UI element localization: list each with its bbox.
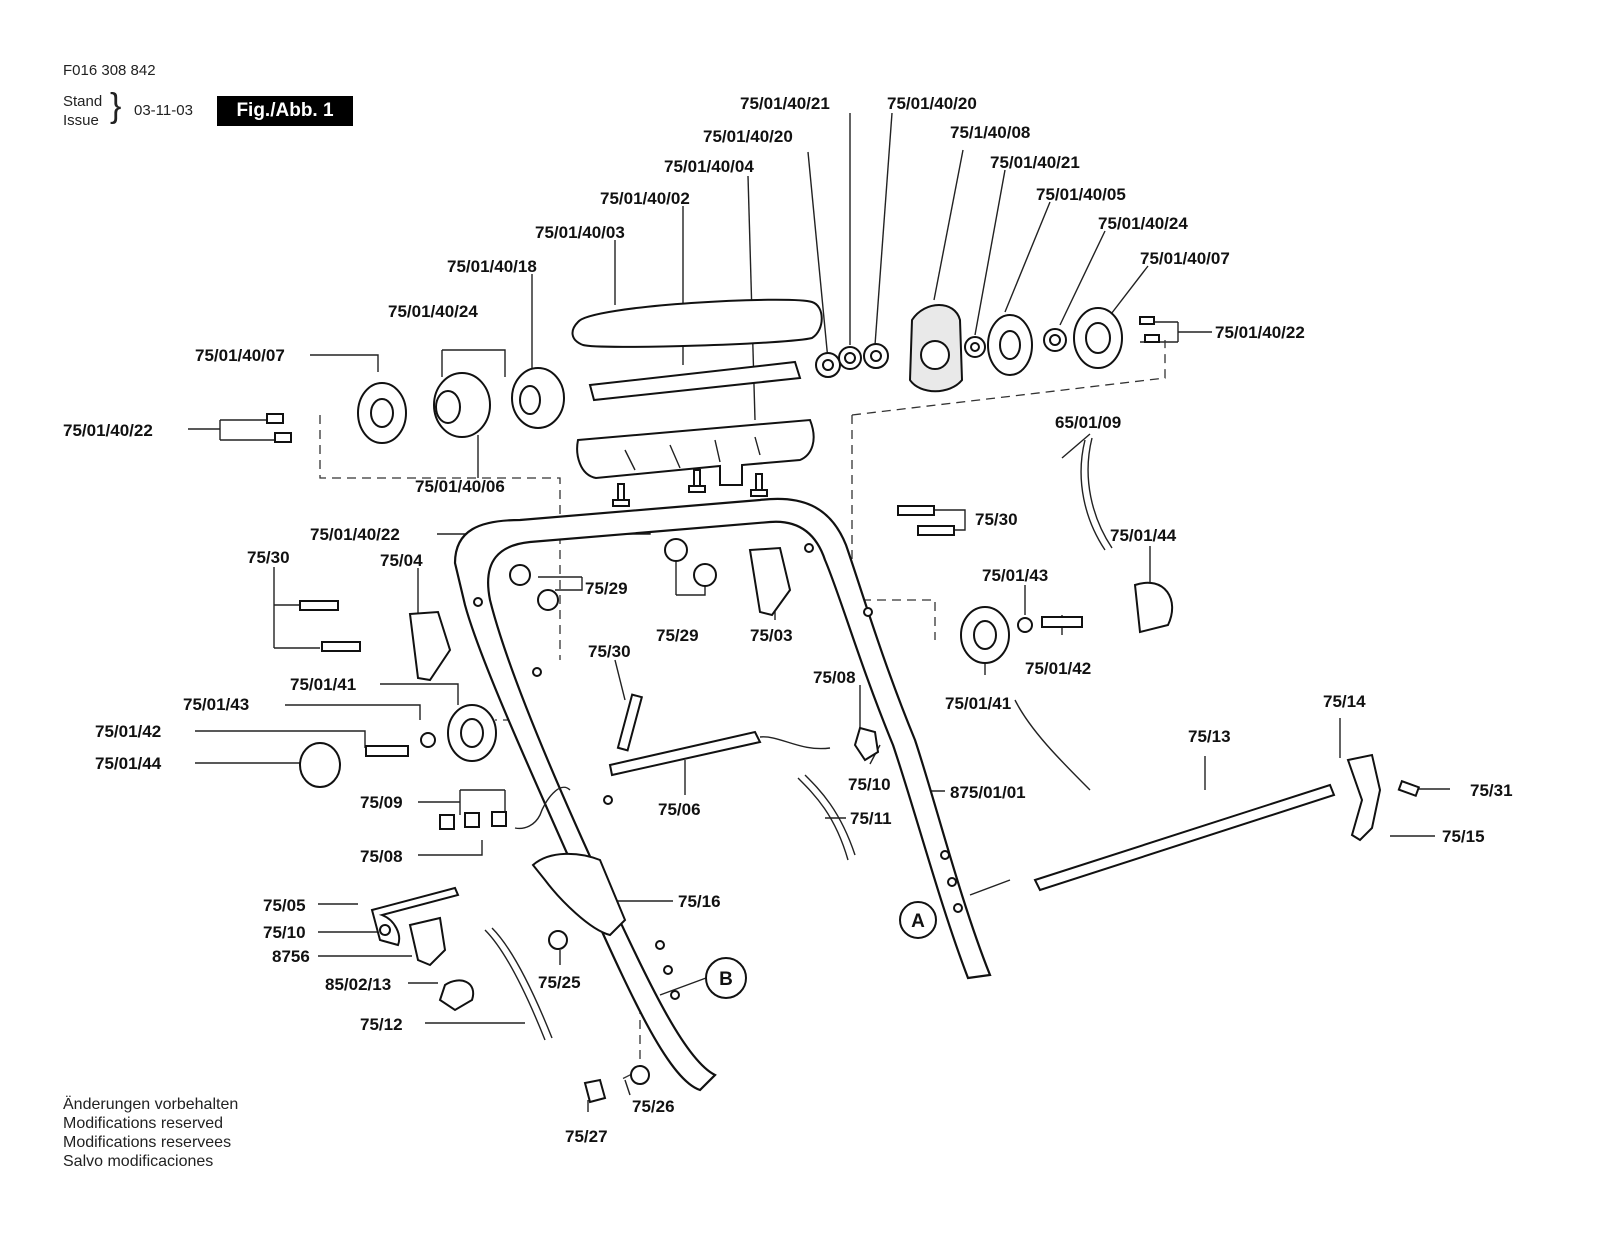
part-label: 75/01/40/05 <box>1036 185 1126 204</box>
part-label: 75/01/40/06 <box>415 477 505 496</box>
part-labels: 75/01/40/21 75/01/40/20 75/01/40/20 75/1… <box>63 94 1513 1146</box>
part-label: 75/01/40/22 <box>1215 323 1305 342</box>
reference-a-label: A <box>911 911 925 932</box>
part-label: 75/01/43 <box>183 695 249 714</box>
part-label: 75/29 <box>656 626 699 645</box>
part-label: 75/30 <box>588 642 631 661</box>
part-label: 75/11 <box>850 809 892 828</box>
part-label: 75/01/44 <box>1110 526 1177 545</box>
stand-label: Stand <box>63 93 103 110</box>
part-label: 75/15 <box>1442 827 1485 846</box>
part-label: 75/01/40/03 <box>535 223 625 242</box>
part-label: 75/1/40/08 <box>950 123 1030 142</box>
part-label: 75/09 <box>360 793 403 812</box>
reference-marker-a: A <box>899 901 937 939</box>
part-label: 75/08 <box>813 668 856 687</box>
reference-b-label: B <box>719 969 733 990</box>
part-label: 75/06 <box>658 800 701 819</box>
part-label: 75/01/41 <box>290 675 356 694</box>
part-label: 75/01/44 <box>95 754 162 773</box>
document-number: F016 308 842 <box>63 62 156 79</box>
part-label: 875/01/01 <box>950 783 1026 802</box>
handle-frame <box>453 497 992 1092</box>
part-label: 75/01/40/20 <box>887 94 977 113</box>
leader-lines <box>188 112 1450 1112</box>
part-label: 75/01/43 <box>982 566 1048 585</box>
note-en: Modifications reserved <box>63 1115 224 1132</box>
part-label: 75/01/40/07 <box>195 346 285 365</box>
part-label: 75/03 <box>750 626 793 645</box>
part-label: 75/01/40/24 <box>388 302 478 321</box>
left-wheel-stack <box>266 367 565 444</box>
part-label: 75/10 <box>848 775 891 794</box>
part-label: 75/31 <box>1470 781 1513 800</box>
part-label: 75/16 <box>678 892 721 911</box>
part-label: 75/14 <box>1323 692 1366 711</box>
part-label: 75/01/42 <box>1025 659 1091 678</box>
part-label: 75/01/40/04 <box>664 157 754 176</box>
issue-date: 03-11-03 <box>134 102 193 119</box>
part-label: 85/02/13 <box>325 975 391 994</box>
part-label: 75/13 <box>1188 727 1231 746</box>
note-fr: Modifications reservees <box>63 1134 232 1151</box>
brackets-and-hardware <box>299 505 1174 788</box>
part-label: 75/01/40/24 <box>1098 214 1188 233</box>
screw-set <box>612 469 768 507</box>
part-label: 75/29 <box>585 579 628 598</box>
part-label: 65/01/09 <box>1055 413 1121 432</box>
part-label: 75/01/41 <box>945 694 1011 713</box>
part-label: 75/26 <box>632 1097 675 1116</box>
part-label: 75/01/40/21 <box>990 153 1080 172</box>
reference-marker-b: B <box>705 957 747 999</box>
part-label: 75/01/40/22 <box>63 421 153 440</box>
part-label: 8756 <box>272 947 310 966</box>
brace-icon: } <box>110 87 122 125</box>
part-label: 75/01/42 <box>95 722 161 741</box>
part-label: 75/12 <box>360 1015 403 1034</box>
part-label: 75/01/40/20 <box>703 127 793 146</box>
part-label: 75/30 <box>247 548 290 567</box>
part-label: 75/25 <box>538 973 581 992</box>
part-label: 75/08 <box>360 847 403 866</box>
part-label: 75/01/40/22 <box>310 525 400 544</box>
top-cover-assembly <box>571 298 823 507</box>
issue-label: Issue <box>63 112 99 129</box>
lower-levers <box>370 437 1421 1104</box>
part-label: 75/30 <box>975 510 1018 529</box>
part-label: 75/01/40/02 <box>600 189 690 208</box>
modification-notes: Änderungen vorbehalten Modifications res… <box>63 1095 238 1171</box>
part-label: 75/05 <box>263 896 306 915</box>
part-label: 75/01/40/18 <box>447 257 537 276</box>
note-de: Änderungen vorbehalten <box>63 1096 239 1113</box>
part-label: 75/04 <box>380 551 423 570</box>
right-wheel-stack <box>815 304 1160 393</box>
part-label: 75/01/40/21 <box>740 94 830 113</box>
figure-badge: Fig./Abb. 1 <box>217 96 353 126</box>
part-label: 75/10 <box>263 923 306 942</box>
part-label: 75/01/40/07 <box>1140 249 1230 268</box>
part-label: 75/27 <box>565 1127 608 1146</box>
note-es: Salvo modificaciones <box>63 1153 214 1170</box>
